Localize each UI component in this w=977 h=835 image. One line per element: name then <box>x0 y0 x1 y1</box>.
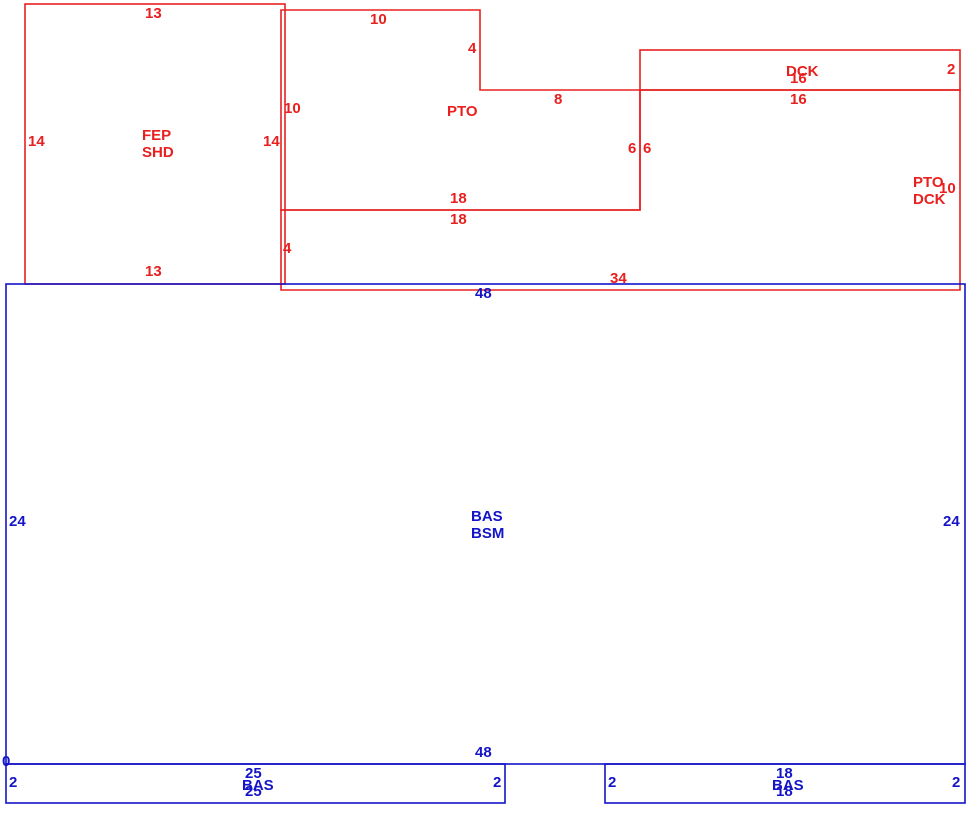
dck-top-dim-top: 16 <box>790 70 807 87</box>
bas-left-dim-top: 25 <box>245 765 262 782</box>
pto-top-dim-right: 6 <box>628 140 636 157</box>
area-dck-top: DCK 16 2 16 <box>639 49 961 108</box>
bas-right-dim-top: 18 <box>776 765 793 782</box>
bas-left-dim-left: 2 <box>9 774 17 791</box>
bas-right-dim-bottom: 18 <box>776 783 793 800</box>
bas-bsm-dim-top: 48 <box>475 285 492 302</box>
area-pto-top: PTO 10 4 8 6 18 10 <box>280 9 641 211</box>
pto-top-label: PTO <box>447 103 478 120</box>
fep-shd-dim-bottom: 13 <box>145 263 162 280</box>
fep-shd-dim-top: 13 <box>145 5 162 22</box>
bas-bsm-dim-bottom: 48 <box>475 744 492 761</box>
dck-top-dim-bottom: 16 <box>790 91 807 108</box>
pto-dck-outline <box>280 89 961 291</box>
area-pto-dck: PTO DCK 18 10 34 4 6 <box>280 89 961 291</box>
area-bas-right: 18 BAS 18 2 2 <box>604 763 966 804</box>
pto-top-dim-bottom: 18 <box>450 190 467 207</box>
bas-left-label: BAS <box>242 777 274 794</box>
area-bas-left: 25 BAS 25 2 2 <box>5 763 506 804</box>
bas-left-dim-bottom: 25 <box>245 783 262 800</box>
bas-bsm-dim-left: 24 <box>9 513 26 530</box>
dck-top-dim-right: 2 <box>947 61 955 78</box>
dck-top-label: DCK <box>786 63 819 80</box>
bas-bsm-label-2: BSM <box>471 525 504 542</box>
pto-top-dim-left: 10 <box>284 100 301 117</box>
pto-top-dim-step: 4 <box>468 40 477 57</box>
bas-bsm-label-1: BAS <box>471 508 503 525</box>
bas-right-dim-left: 2 <box>608 774 616 791</box>
fep-shd-dim-left: 14 <box>28 133 45 150</box>
fep-shd-dim-right: 14 <box>263 133 280 150</box>
pto-dck-dim-right: 10 <box>939 180 956 197</box>
area-bas-bsm: BAS BSM 48 24 48 24 0 <box>2 283 966 770</box>
area-fep-shd: FEP SHD 13 14 13 14 <box>24 3 286 285</box>
bas-bsm-dim-corner: 0 <box>2 753 10 770</box>
pto-dck-dim-bottom: 34 <box>610 270 627 287</box>
pto-dck-dim-left: 4 <box>283 240 292 257</box>
fep-shd-label-1: FEP <box>142 127 171 144</box>
pto-dck-label-2: DCK <box>913 191 946 208</box>
pto-top-dim-ledge: 8 <box>554 91 562 108</box>
pto-top-dim-top: 10 <box>370 11 387 28</box>
pto-dck-label-1: PTO <box>913 174 944 191</box>
fep-shd-label-2: SHD <box>142 144 174 161</box>
bas-left-outline <box>5 763 506 804</box>
pto-dck-dim-notch: 6 <box>643 140 651 157</box>
bas-right-outline <box>604 763 966 804</box>
bas-left-dim-right: 2 <box>493 774 501 791</box>
bas-right-label: BAS <box>772 777 804 794</box>
bas-bsm-dim-right: 24 <box>943 513 960 530</box>
pto-dck-dim-top: 18 <box>450 211 467 228</box>
bas-right-dim-right: 2 <box>952 774 960 791</box>
